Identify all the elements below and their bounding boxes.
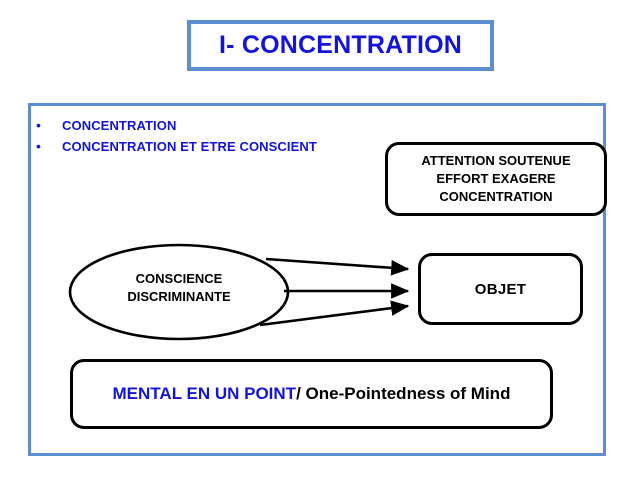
mental-box: MENTAL EN UN POINT/ One-Pointedness of M… <box>70 359 553 429</box>
conscience-line-2: DISCRIMINANTE <box>127 289 231 304</box>
attention-box: ATTENTION SOUTENUE EFFORT EXAGERE CONCEN… <box>385 142 607 216</box>
bullet-list: • CONCENTRATION • CONCENTRATION ET ETRE … <box>36 118 396 160</box>
attention-line-3: CONCENTRATION <box>439 189 553 204</box>
arrow-top <box>265 257 410 276</box>
page-title: I- CONCENTRATION <box>219 31 462 59</box>
consciousness-to-object-diagram <box>68 243 410 341</box>
objet-box: OBJET <box>418 253 583 325</box>
conscience-ellipse-label: CONSCIENCE DISCRIMINANTE <box>70 270 288 306</box>
bullet-label: CONCENTRATION <box>62 118 177 133</box>
list-item: • CONCENTRATION ET ETRE CONSCIENT <box>36 139 396 160</box>
conscience-line-1: CONSCIENCE <box>135 271 223 286</box>
title-box: I- CONCENTRATION <box>187 20 494 71</box>
attention-line-2: EFFORT EXAGERE <box>436 171 556 186</box>
arrow-bottom <box>259 300 410 327</box>
list-item: • CONCENTRATION <box>36 118 396 139</box>
objet-label: OBJET <box>474 280 527 298</box>
mental-black-part: / One-Pointedness of Mind <box>296 384 511 403</box>
bullet-marker-icon: • <box>36 117 41 133</box>
bullet-marker-icon: • <box>36 138 41 154</box>
mental-text: MENTAL EN UN POINT/ One-Pointedness of M… <box>113 382 511 406</box>
attention-line-1: ATTENTION SOUTENUE <box>421 153 571 168</box>
bullet-label: CONCENTRATION ET ETRE CONSCIENT <box>62 139 317 154</box>
mental-blue-part: MENTAL EN UN POINT <box>112 384 297 403</box>
